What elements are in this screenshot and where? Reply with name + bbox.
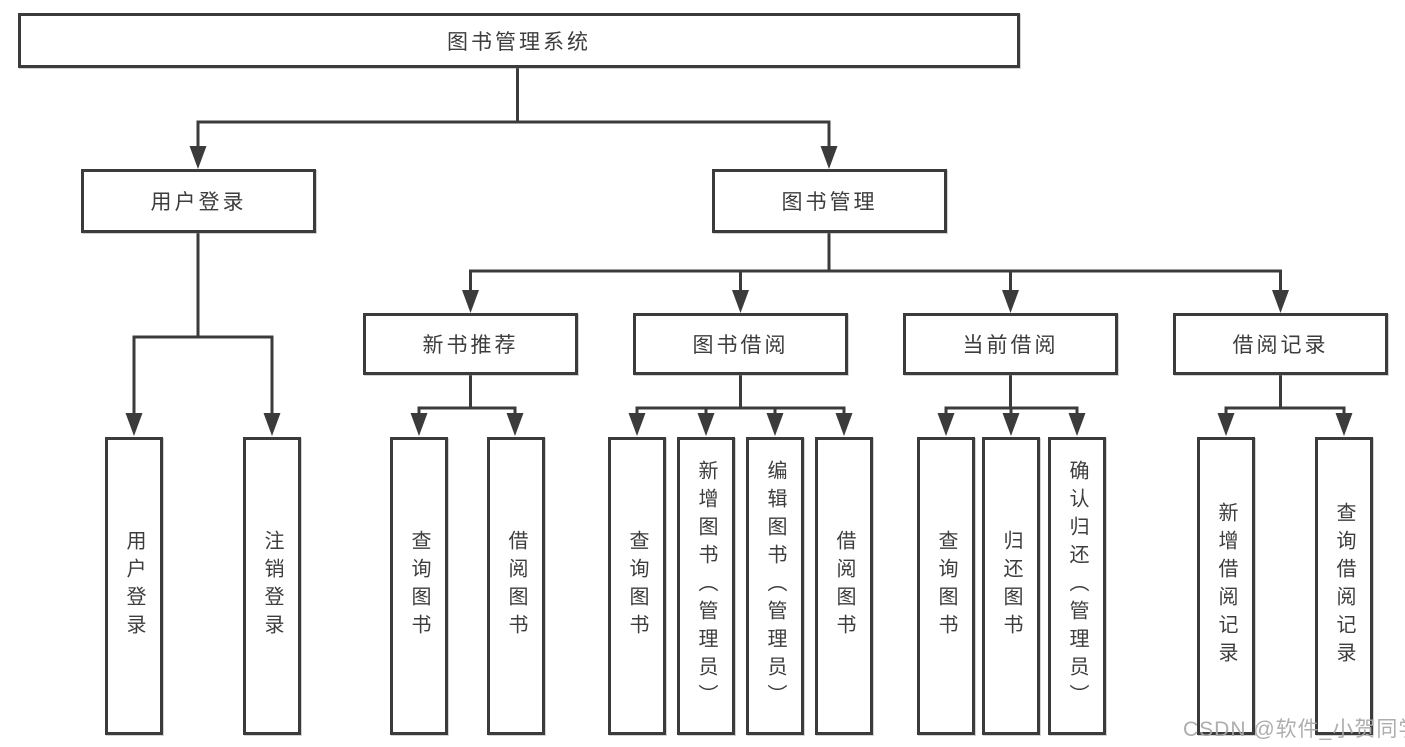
node-leaf-query-books-1: 查询图书: [390, 437, 448, 735]
arrow-down-icon: [628, 413, 646, 436]
node-leaf-query-books-3: 查询图书: [917, 437, 975, 735]
arrow-down-icon: [189, 146, 207, 169]
csdn-watermark: CSDN @软件_小贺同学: [1183, 718, 1405, 741]
arrow-down-icon: [1002, 413, 1020, 436]
node-label: 用户登录: [150, 191, 247, 214]
node-user-login: 用户登录: [81, 169, 316, 233]
node-label: 用户登录: [123, 530, 145, 642]
node-leaf-borrow-books-2: 借阅图书: [815, 437, 873, 735]
node-book-management: 图书管理: [712, 169, 947, 233]
node-label: 借阅图书: [505, 530, 527, 642]
node-label: 图书管理系统: [447, 30, 591, 54]
arrow-down-icon: [835, 413, 853, 436]
connector-path: [132, 233, 274, 415]
node-book-borrow: 图书借阅: [633, 313, 848, 375]
arrow-down-icon: [1272, 290, 1289, 313]
node-label: 借阅图书: [833, 530, 855, 642]
arrow-down-icon: [766, 413, 784, 436]
arrow-down-icon: [263, 413, 281, 436]
node-label: 查询图书: [935, 530, 957, 642]
connector-path: [469, 232, 1282, 293]
node-label: 图书管理: [781, 191, 878, 214]
node-leaf-query-books-2: 查询图书: [608, 437, 666, 735]
node-label: 注销登录: [261, 530, 283, 642]
arrow-down-icon: [820, 146, 838, 169]
arrow-down-icon: [1217, 413, 1235, 436]
arrow-down-icon: [732, 290, 749, 313]
arrow-down-icon: [125, 413, 143, 436]
arrow-down-icon: [697, 413, 715, 436]
node-label: 确认归还（管理员）: [1066, 460, 1088, 712]
node-leaf-query-borrow-record: 查询借阅记录: [1315, 437, 1373, 735]
node-label: 归还图书: [1000, 530, 1022, 642]
node-label: 新书推荐: [422, 334, 519, 357]
node-new-book-recommend: 新书推荐: [363, 313, 578, 375]
arrow-down-icon: [1335, 413, 1353, 436]
node-label: 新增借阅记录: [1215, 502, 1237, 670]
node-label: 查询图书: [626, 530, 648, 642]
node-current-borrow: 当前借阅: [903, 313, 1118, 375]
connector-path: [635, 374, 846, 416]
node-label: 借阅记录: [1232, 334, 1329, 357]
arrow-down-icon: [410, 413, 428, 436]
arrow-down-icon: [506, 413, 524, 436]
arrow-down-icon: [1002, 290, 1019, 313]
node-label: 图书借阅: [692, 334, 789, 357]
node-leaf-borrow-books-1: 借阅图书: [487, 437, 545, 735]
connector-path: [417, 374, 517, 416]
node-leaf-logout: 注销登录: [243, 437, 301, 735]
node-leaf-return-books: 归还图书: [982, 437, 1040, 735]
node-leaf-user-login: 用户登录: [105, 437, 163, 735]
node-leaf-confirm-return-admin: 确认归还（管理员）: [1048, 437, 1106, 735]
node-label: 当前借阅: [962, 334, 1059, 357]
node-label: 查询图书: [408, 530, 430, 642]
node-leaf-add-borrow-record: 新增借阅记录: [1197, 437, 1255, 735]
node-borrow-records: 借阅记录: [1173, 313, 1388, 375]
node-label: 编辑图书（管理员）: [764, 460, 786, 712]
connector-path: [196, 66, 831, 150]
node-label: 查询借阅记录: [1333, 502, 1355, 670]
connector-path: [944, 374, 1079, 416]
node-leaf-edit-books-admin: 编辑图书（管理员）: [746, 437, 804, 735]
node-root: 图书管理系统: [18, 13, 1020, 68]
arrow-down-icon: [1068, 413, 1086, 436]
node-leaf-add-books-admin: 新增图书（管理员）: [677, 437, 735, 735]
connector-path: [1224, 374, 1346, 416]
arrow-down-icon: [937, 413, 955, 436]
arrow-down-icon: [462, 290, 479, 313]
node-label: 新增图书（管理员）: [695, 460, 717, 712]
